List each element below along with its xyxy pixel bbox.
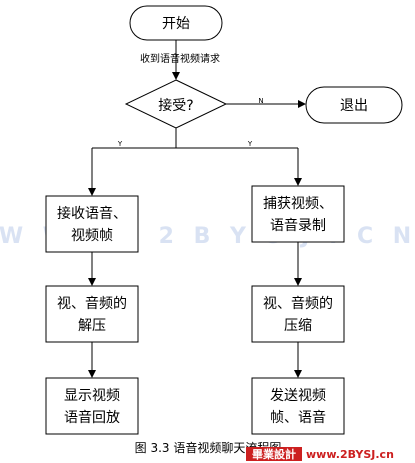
compress-line1: 视、音频的: [263, 295, 333, 312]
decompress-line2: 解压: [78, 318, 106, 334]
decompress-line1: 视、音频的: [57, 295, 127, 312]
compress-line2: 压缩: [284, 318, 312, 334]
logo-badge: [246, 447, 302, 461]
capture-line2: 语音录制: [270, 217, 326, 234]
playback-line2: 语音回放: [64, 409, 120, 426]
compress-box: [251, 285, 345, 343]
decision-label: 接受?: [158, 97, 193, 114]
exit-terminal: [305, 86, 403, 124]
send-line1: 发送视频: [270, 388, 326, 404]
start-label: 开始: [162, 16, 190, 32]
logo-left-text: 畢業設計: [252, 447, 296, 461]
playback-line1: 显示视频: [64, 388, 120, 404]
playback-box: [45, 377, 139, 435]
receive-frames-line2: 视频帧: [71, 228, 113, 244]
decompress-box: [45, 285, 139, 343]
logo-right-text: www.2BYSJ.cn: [306, 448, 394, 461]
site-logo: 畢業設計 www.2BYSJ.cn: [246, 447, 394, 461]
capture-line1: 捕获视频、: [263, 196, 333, 212]
yes-label-right: Y: [247, 140, 253, 148]
figure-caption: 图 3.3 语音视频聊天流程图: [135, 440, 282, 455]
no-label: N: [258, 97, 263, 105]
exit-label: 退出: [340, 98, 368, 114]
send-box: [251, 377, 345, 435]
request-label: 收到语音视频请求: [140, 52, 220, 65]
capture-box: [251, 185, 345, 243]
receive-frames-line1: 接收语音、: [57, 205, 127, 222]
yes-label-left: Y: [117, 140, 123, 148]
send-line2: 帧、语音: [270, 409, 326, 426]
